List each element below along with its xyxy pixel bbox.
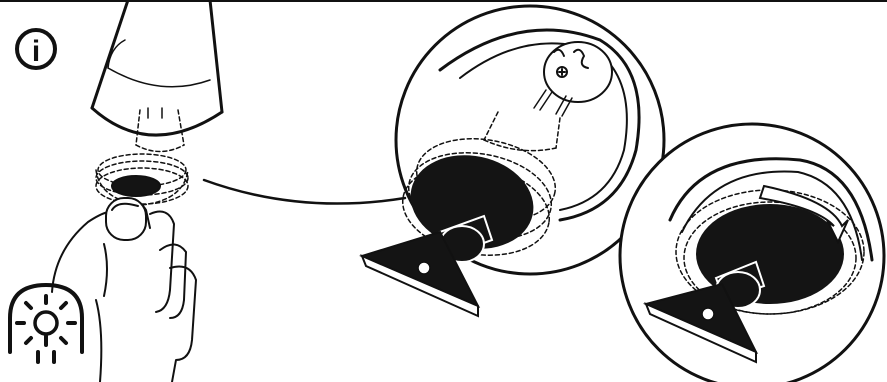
- hand: [52, 198, 196, 382]
- light-fixture: [92, 0, 222, 135]
- bulb-socket: [544, 42, 612, 102]
- lamp-icon: [10, 285, 82, 362]
- suction-cup: [112, 176, 160, 196]
- info-icon: i: [17, 30, 55, 68]
- zoom-callout-line: [204, 180, 405, 204]
- info-icon-glyph: i: [32, 35, 40, 68]
- hand-holding-bulb-panel: [52, 0, 222, 382]
- zoom-remove-bulb-panel: [362, 6, 664, 316]
- zoom-rotate-bulb-panel: [620, 124, 884, 382]
